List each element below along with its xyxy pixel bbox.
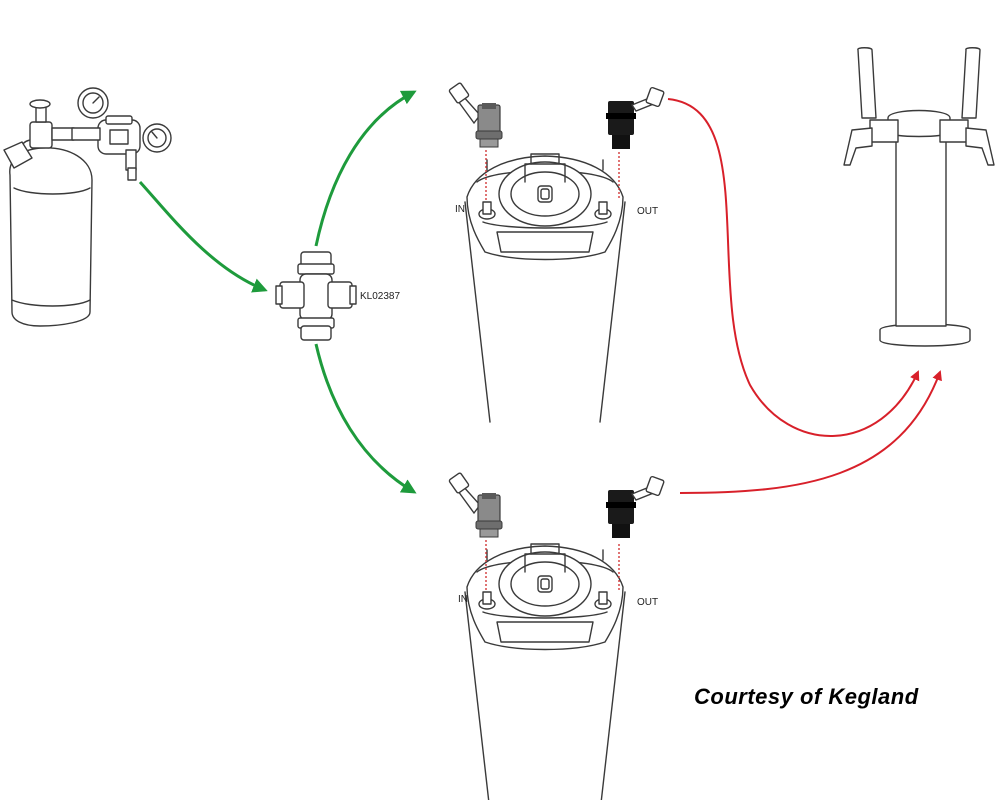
beer-line-lower-keg-to-tower — [679, 370, 942, 494]
lower-keg-out-label: OUT — [637, 597, 658, 608]
gas-line-regulator-to-tee — [138, 180, 268, 293]
co2-cylinder-icon — [3, 99, 93, 327]
upper-keg-in-label: IN — [455, 204, 465, 215]
beer-tower-icon — [843, 47, 995, 347]
credit-text: Courtesy of Kegland — [694, 684, 919, 709]
lower-keg-icon — [447, 471, 666, 800]
gas-lines — [138, 90, 417, 494]
lower-keg-in-label: IN — [458, 594, 468, 605]
tee-fitting-icon — [275, 251, 357, 341]
beer-line-upper-keg-to-tower — [667, 98, 920, 437]
upper-keg-icon — [447, 81, 666, 423]
gas-line-tee-to-lower-keg — [314, 343, 417, 494]
tee-part-number: KL02387 — [360, 291, 400, 302]
regulator-icon — [71, 87, 172, 181]
gas-line-tee-to-upper-keg — [314, 90, 417, 247]
upper-keg-out-label: OUT — [637, 206, 658, 217]
beer-lines — [667, 98, 942, 494]
